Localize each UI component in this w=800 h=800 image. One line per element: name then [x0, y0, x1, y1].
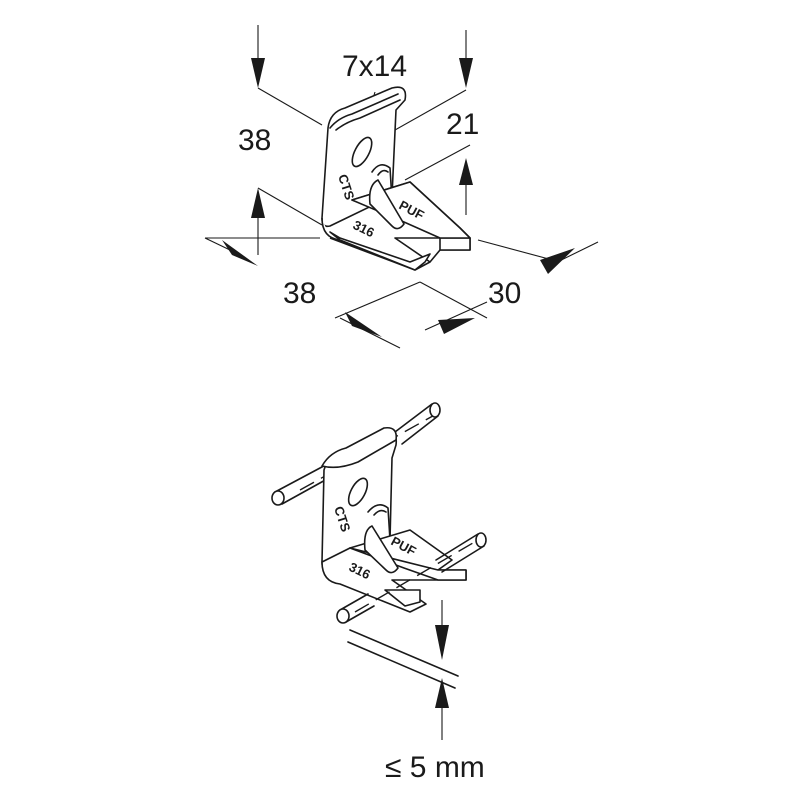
- arrow-lip-top: [459, 58, 473, 88]
- clip-dimension-view: CTS 316 PUF 38 38 30 21 7x14: [204, 25, 599, 349]
- slot-hole: [351, 136, 373, 168]
- gap-dimension: [435, 600, 449, 740]
- clip-body: CTS 316 PUF: [321, 86, 471, 271]
- dim-height-label: 38: [238, 124, 271, 157]
- dimension-arrows: [204, 25, 575, 337]
- dim-slot-label: 7x14: [342, 50, 407, 83]
- arrow-height-bottom: [251, 188, 265, 218]
- clip-mounted-view: CTS 316 PUF ≤ 5 mm: [271, 402, 487, 784]
- gap-label: ≤ 5 mm: [385, 751, 485, 784]
- cross-wire: [336, 532, 487, 624]
- clip-body-mounted: CTS 316 PUF: [321, 426, 467, 613]
- slot-hole-mounted: [347, 477, 369, 507]
- dim-lip-label: 21: [446, 108, 479, 141]
- arrow-lip-bottom: [459, 158, 473, 185]
- dim-width-label: 30: [488, 277, 521, 310]
- arrow-height-top: [251, 58, 265, 88]
- arrow-width-right: [438, 318, 475, 334]
- mounting-panel: [347, 629, 459, 689]
- dim-depth-label: 38: [283, 277, 316, 310]
- arrow-width-left: [345, 312, 382, 337]
- arrow-gap-bottom: [435, 678, 449, 708]
- arrow-gap-top: [435, 625, 449, 660]
- arrow-depth-left: [222, 240, 258, 266]
- stamp-material: 316: [351, 217, 377, 240]
- arrow-30-right: [540, 248, 575, 274]
